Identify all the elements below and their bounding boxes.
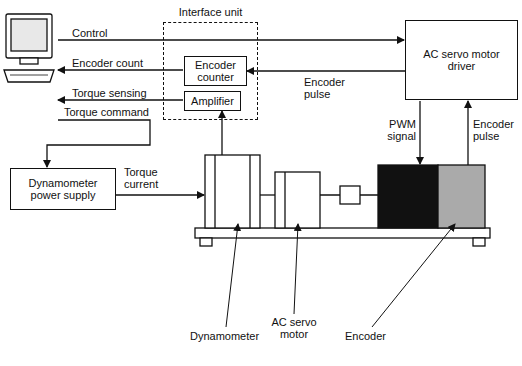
box-text: AC servo motor driver [406, 48, 517, 72]
part-name: Dynamometer [190, 330, 259, 342]
signal-name: Torque command [64, 106, 149, 118]
signal-name: Control [72, 27, 107, 39]
box-text: Amplifier [188, 95, 237, 107]
unit-heading: Interface unit [164, 6, 257, 19]
edge-label: Encoder pulse [304, 76, 348, 100]
interface-unit: Interface unitEncoder counterAmplifier [163, 22, 258, 120]
amplifier-box: Amplifier [184, 91, 241, 111]
signal-name: Torque sensing [72, 87, 147, 99]
encoder-counter-box: Encoder counter [184, 56, 247, 86]
signal-name: PWM signal [372, 118, 416, 142]
signal-name: Encoder pulse [473, 118, 517, 142]
signal-name: Encoder count [72, 57, 143, 69]
part-name: AC servo motor [268, 316, 320, 340]
box-text: Dynamometer power supply [11, 177, 115, 201]
leader-lines [226, 224, 455, 327]
box-text: Encoder counter [185, 59, 246, 83]
test-bench [195, 155, 490, 246]
part-name: Encoder [345, 330, 386, 342]
computer-icon [4, 14, 54, 82]
signal-arrow [247, 70, 405, 71]
signal-name: Torque current [124, 166, 166, 190]
driver-box: AC servo motor driver [405, 20, 518, 100]
power-supply-box: Dynamometer power supply [10, 168, 116, 210]
